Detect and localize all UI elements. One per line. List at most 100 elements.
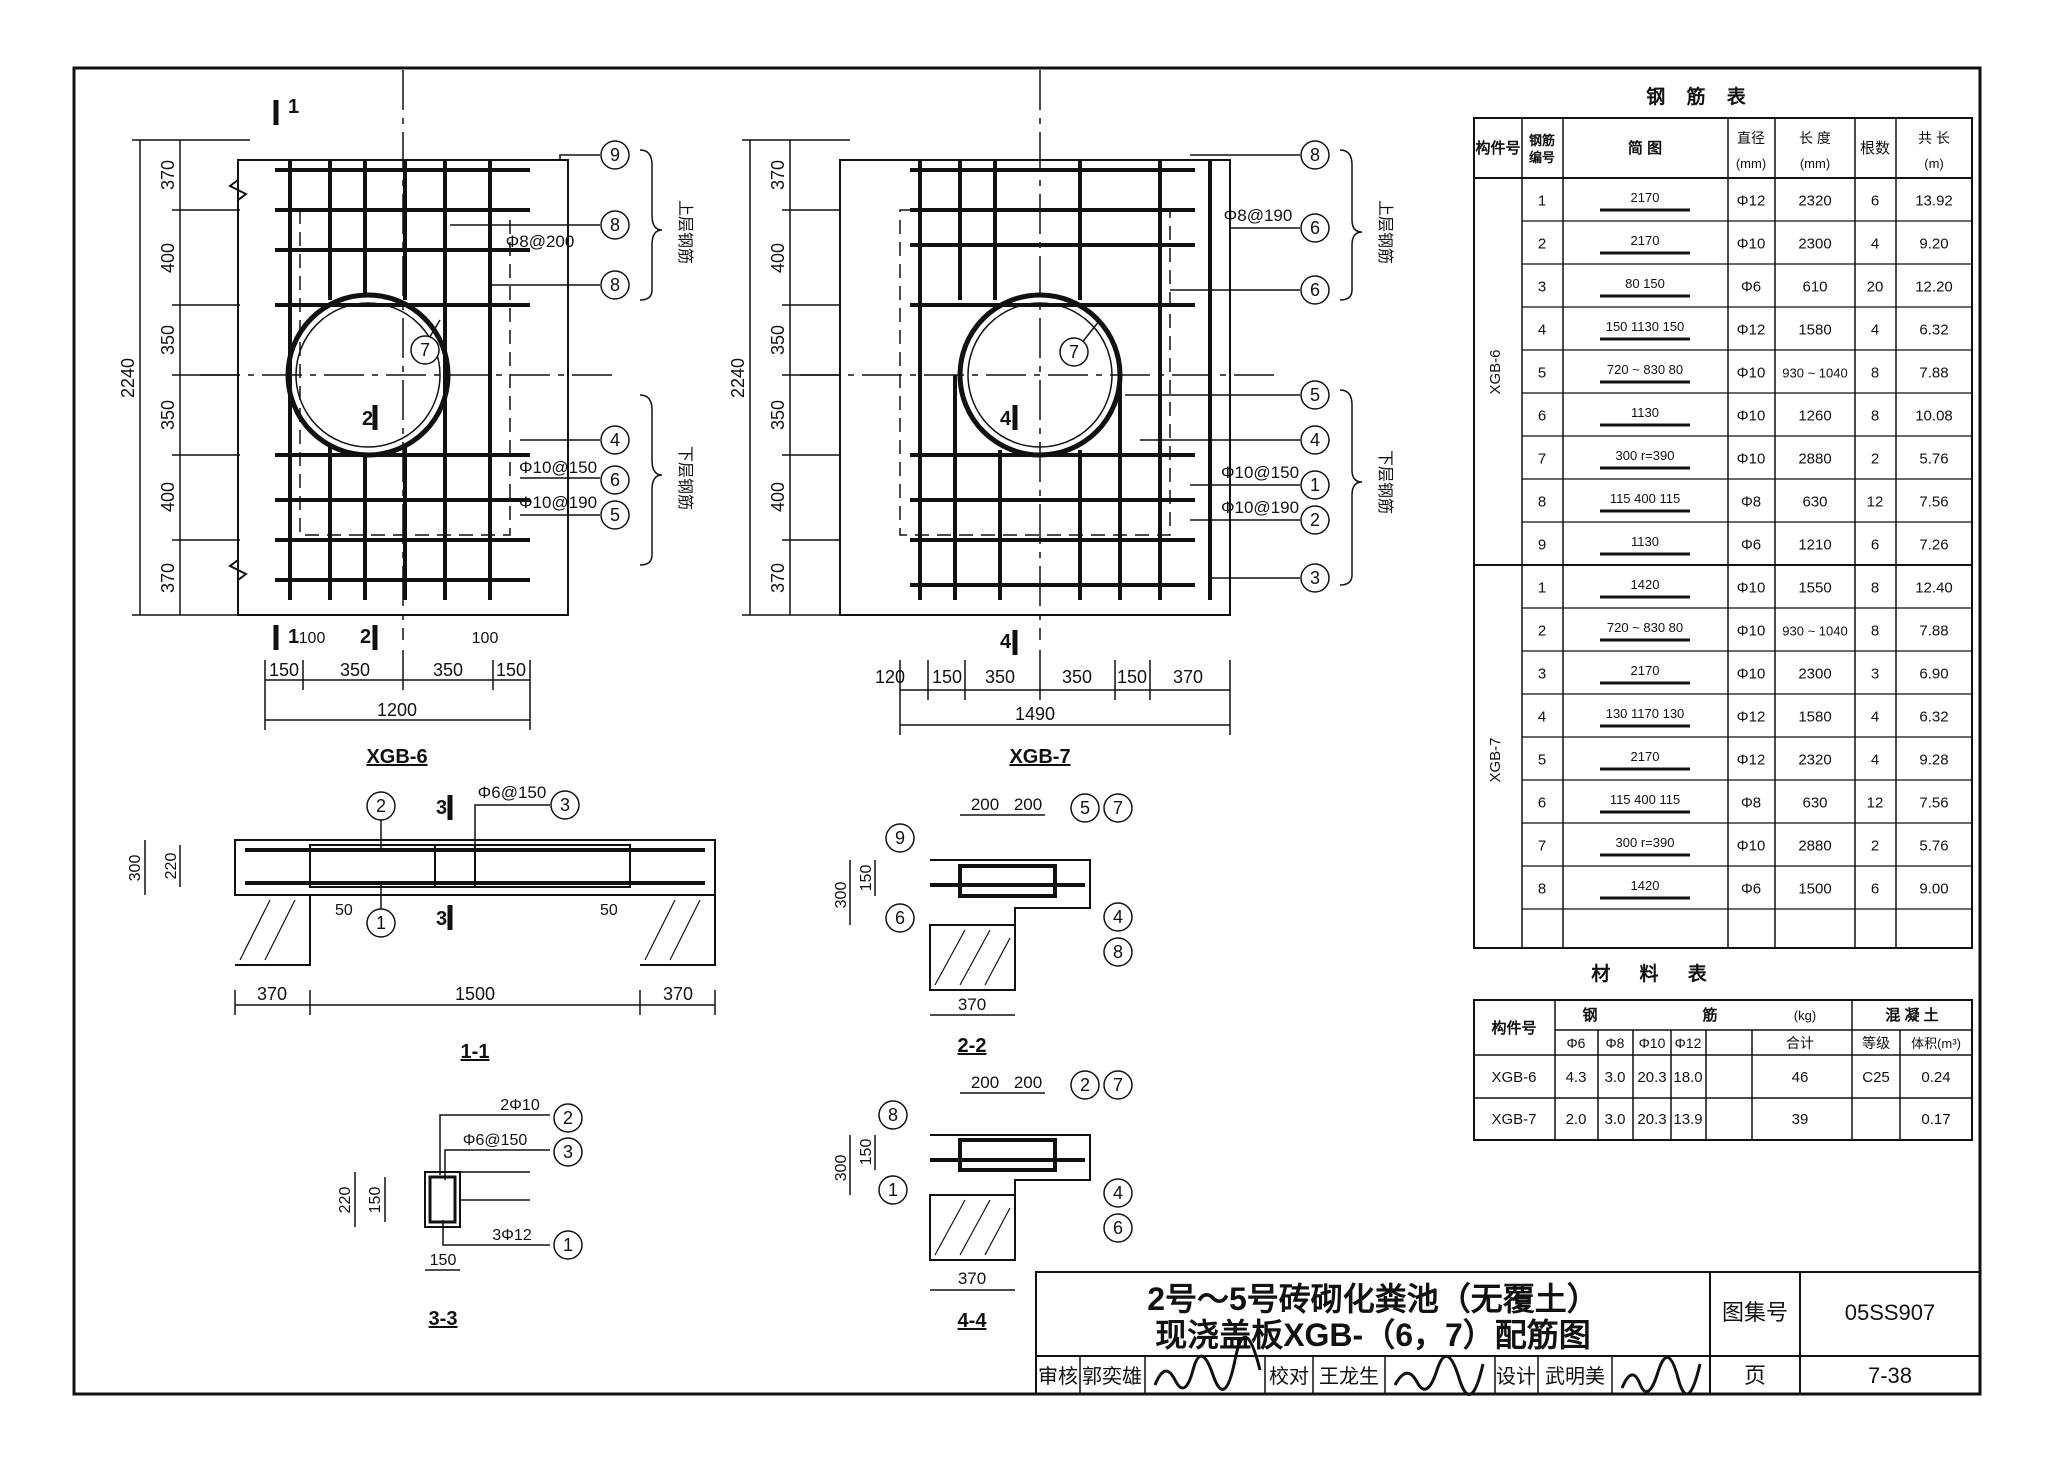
section-3-3-title: 3-3 [429, 1308, 458, 1330]
svg-text:300: 300 [833, 1155, 850, 1182]
rebar-length: 1260 [1798, 408, 1831, 425]
section-4-4-title: 4-4 [958, 1310, 988, 1332]
svg-text:150: 150 [858, 865, 875, 892]
svg-text:4: 4 [610, 430, 620, 450]
svg-text:370: 370 [958, 995, 986, 1014]
rebar-length: 2300 [1798, 666, 1831, 683]
rebar-shape-label: 300 r=390 [1616, 835, 1675, 850]
rebar-length: 2880 [1798, 451, 1831, 468]
svg-text:150: 150 [1117, 667, 1147, 687]
svg-text:8: 8 [610, 215, 620, 235]
rebar-shape-label: 300 r=390 [1616, 448, 1675, 463]
svg-text:20.3: 20.3 [1637, 1111, 1666, 1128]
svg-text:1: 1 [563, 1235, 573, 1255]
svg-text:2: 2 [376, 796, 386, 816]
rebar-no: 6 [1538, 795, 1546, 812]
svg-text:2.0: 2.0 [1566, 1111, 1587, 1128]
svg-text:长 度: 长 度 [1799, 130, 1831, 146]
lower-layer-label: 下层钢筋 [676, 446, 694, 510]
svg-text:6: 6 [610, 470, 620, 490]
svg-text:8: 8 [1113, 942, 1123, 962]
material-table-title: 材 料 表 [1591, 962, 1719, 985]
rebar-shape-label: 115 400 115 [1610, 792, 1680, 807]
svg-text:370: 370 [663, 984, 693, 1004]
svg-text:220: 220 [163, 853, 180, 880]
rebar-count: 12 [1867, 494, 1884, 511]
rebar-count: 6 [1871, 537, 1879, 554]
dim-left-5: 400 [158, 482, 178, 512]
rebar-no: 1 [1538, 580, 1546, 597]
svg-text:Φ10: Φ10 [1639, 1035, 1666, 1051]
svg-text:3: 3 [436, 908, 447, 930]
rebar-diameter: Φ10 [1737, 365, 1766, 382]
svg-text:3: 3 [563, 1142, 573, 1162]
svg-text:350: 350 [768, 400, 788, 430]
rebar-shape-label: 1420 [1631, 878, 1660, 893]
svg-text:C25: C25 [1862, 1069, 1890, 1086]
svg-text:(kg): (kg) [1794, 1008, 1816, 1023]
rebar-total-length: 6.32 [1919, 709, 1948, 726]
rebar-no: 5 [1538, 752, 1546, 769]
sec-mark-1-bottom: 1 [288, 626, 299, 648]
svg-text:5: 5 [1310, 385, 1320, 405]
svg-text:1: 1 [376, 913, 386, 933]
svg-text:400: 400 [768, 243, 788, 273]
dim-bottom-2: 350 [340, 660, 370, 680]
sec-mark-1-top: 1 [288, 96, 299, 118]
svg-text:370: 370 [768, 563, 788, 593]
sec-mark-2-bottom: 2 [360, 626, 371, 648]
rebar-table: 钢 筋 表 构件号 钢筋 编号 简 图 直径 (mm) 长 度 (mm) 根数 … [1473, 85, 1973, 949]
svg-text:编号: 编号 [1529, 150, 1555, 165]
rebar-shape-label: 2170 [1631, 233, 1660, 248]
rebar-length: 610 [1802, 279, 1827, 296]
rebar-shape-label: 1130 [1631, 534, 1659, 549]
dim-total-width: 1200 [377, 700, 417, 720]
rebar-diameter: Φ10 [1737, 236, 1766, 253]
upper-layer-label: 上层钢筋 [676, 200, 694, 264]
svg-text:370: 370 [768, 160, 788, 190]
rebar-no: 4 [1538, 709, 1546, 726]
page-label: 页 [1744, 1363, 1766, 1388]
svg-text:审核: 审核 [1038, 1365, 1078, 1388]
rebar-length: 1580 [1798, 322, 1831, 339]
svg-text:370: 370 [1173, 667, 1203, 687]
svg-text:300: 300 [833, 882, 850, 909]
rebar-no: 2 [1538, 236, 1546, 253]
rebar-diameter: Φ8 [1741, 494, 1761, 511]
rebar-total-length: 12.20 [1915, 279, 1953, 296]
svg-text:350: 350 [1062, 667, 1092, 687]
rebar-total-length: 7.56 [1919, 795, 1948, 812]
svg-text:武明美: 武明美 [1545, 1365, 1605, 1388]
spec-lower-2: Φ10@190 [519, 493, 597, 512]
rebar-total-length: 9.28 [1919, 752, 1948, 769]
svg-text:120: 120 [875, 667, 905, 687]
svg-text:等级: 等级 [1862, 1035, 1890, 1051]
rebar-shape-label: 720 ~ 830 80 [1607, 620, 1683, 635]
rebar-shape-label: 2170 [1631, 749, 1660, 764]
svg-text:XGB-7: XGB-7 [1491, 1111, 1536, 1128]
svg-text:构件号: 构件号 [1475, 139, 1520, 157]
svg-text:3: 3 [436, 797, 447, 819]
svg-text:2Φ10: 2Φ10 [500, 1097, 540, 1114]
svg-text:4: 4 [1000, 408, 1012, 430]
svg-text:王龙生: 王龙生 [1319, 1365, 1379, 1388]
svg-text:3: 3 [560, 795, 570, 815]
dim-left-4: 350 [158, 400, 178, 430]
svg-text:7: 7 [1113, 1075, 1123, 1095]
rebar-count: 12 [1867, 795, 1884, 812]
rebar-total-length: 9.00 [1919, 881, 1948, 898]
svg-text:根数: 根数 [1860, 140, 1890, 157]
svg-text:8: 8 [1310, 145, 1320, 165]
svg-text:4: 4 [1113, 1183, 1123, 1203]
svg-text:Φ10@190: Φ10@190 [1221, 498, 1299, 517]
svg-text:3.0: 3.0 [1605, 1111, 1626, 1128]
dim-left-1: 370 [158, 160, 178, 190]
svg-text:8: 8 [888, 1105, 898, 1125]
rebar-count: 8 [1871, 408, 1879, 425]
page-number: 7-38 [1868, 1363, 1912, 1388]
svg-text:郭奕雄: 郭奕雄 [1082, 1365, 1142, 1388]
